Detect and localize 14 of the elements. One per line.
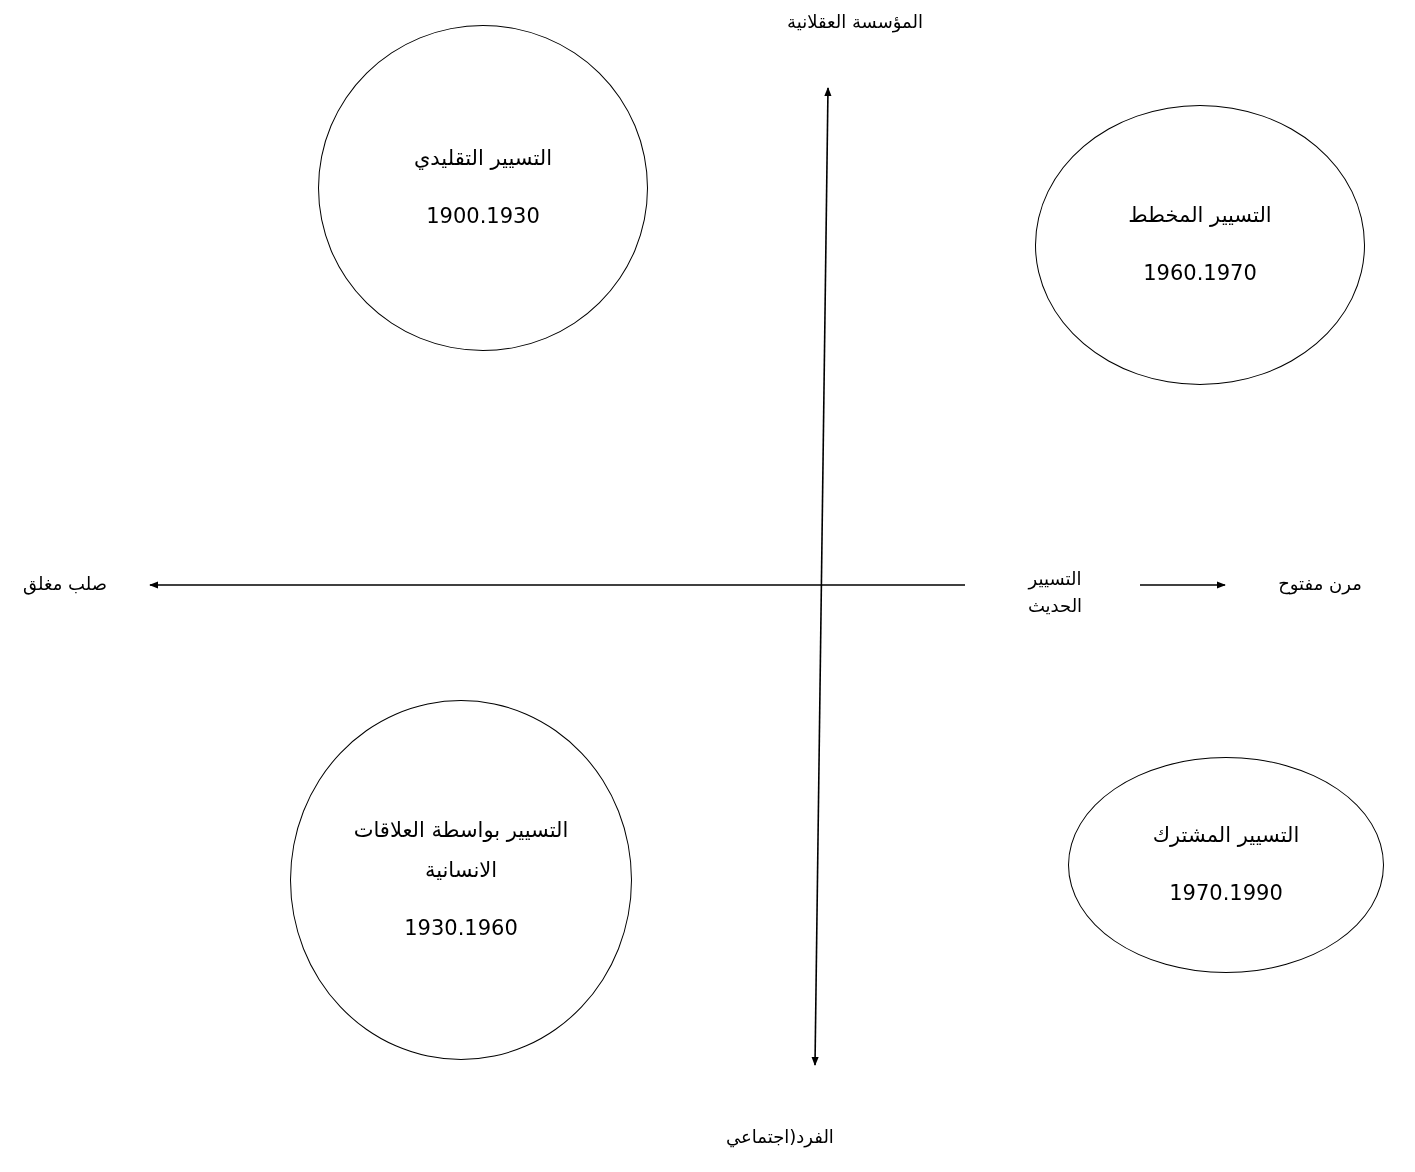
period-title: التسيير التقليدي: [413, 145, 553, 173]
axis-label: المؤسسة العقلانية: [786, 10, 924, 35]
year-range: 1930.1960: [404, 914, 518, 942]
axis-label: الفرد(اجتماعي: [725, 1125, 835, 1150]
year-range: 1900.1930: [426, 203, 540, 230]
axis-label: مرن مفتوح: [1255, 570, 1385, 597]
period-title: التسيير المشترك: [1152, 822, 1300, 850]
year-range: 1970.1990: [1169, 880, 1283, 907]
period-title: التسيير المخطط: [1128, 202, 1272, 230]
period-title: التسيير بواسطة العلاقات الانسانية: [352, 817, 570, 885]
year-range: 1960.1970: [1143, 260, 1257, 287]
axis-label: صلب مغلق: [22, 572, 108, 597]
arrow: [1139, 581, 1226, 589]
axis-label: التسيير الحديث: [1015, 565, 1095, 619]
